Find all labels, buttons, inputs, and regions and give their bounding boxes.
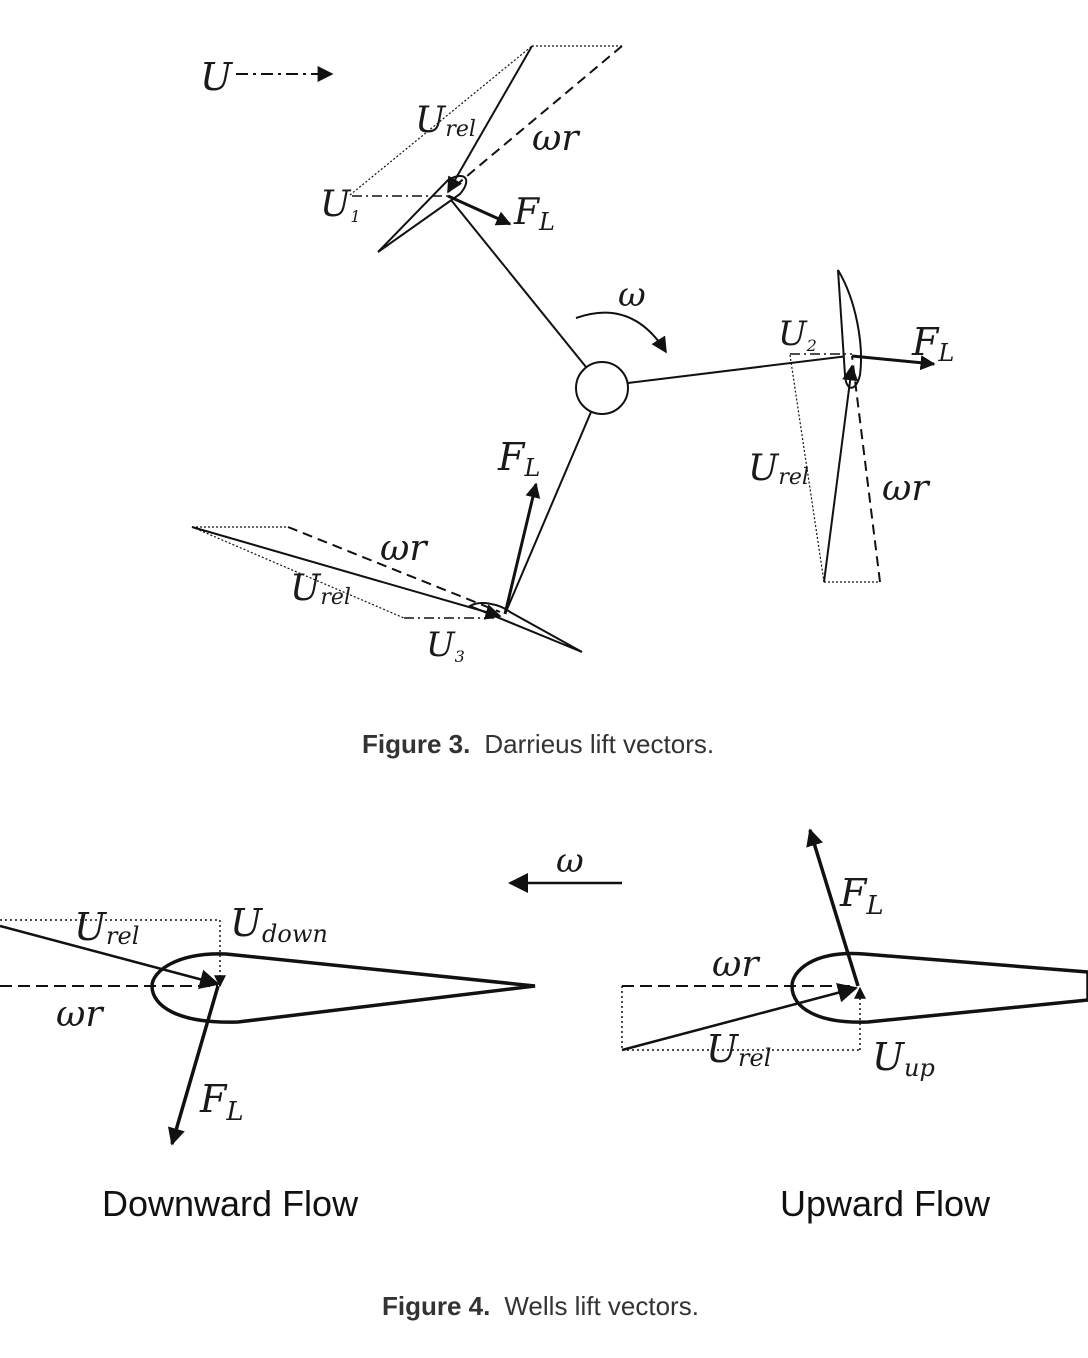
rotor-hub <box>575 361 629 415</box>
spoke-3 <box>504 411 592 615</box>
wells-rotation-label: ω <box>556 841 584 881</box>
blade3-fl-label: FL <box>497 435 540 482</box>
blade3-urel-arrow <box>191 526 502 620</box>
blade1-lift-arrow <box>447 194 512 226</box>
upward-wr-label: ωr <box>712 944 760 985</box>
wind-vector: U <box>200 55 334 99</box>
blade-2: U2 FL Urel ωr <box>748 269 954 583</box>
figure-4-diagram: ω Urel Udown ωr FL Downward Flow FL ωr <box>0 828 1088 1321</box>
rotation-label: ω <box>618 275 646 315</box>
rotation-arrow <box>575 311 667 354</box>
airfoil-2 <box>837 269 863 389</box>
airfoil-1 <box>377 175 468 253</box>
blade1-wr-label: ωr <box>532 118 580 159</box>
downward-flow-title: Downward Flow <box>102 1183 359 1224</box>
blade2-urel-arrow <box>823 364 859 583</box>
blade2-u-label: U2 <box>778 314 817 355</box>
blade3-wr-label: ωr <box>380 528 428 569</box>
blade1-wr-dashed <box>447 45 623 193</box>
blade3-urel-label: Urel <box>290 568 351 610</box>
downward-wr-label: ωr <box>56 994 104 1035</box>
blade2-wr-label: ωr <box>882 468 930 509</box>
upward-urel-label: Urel <box>706 1027 771 1072</box>
spoke-2 <box>627 355 849 384</box>
blade1-construction-dotted <box>349 45 533 196</box>
spoke-1 <box>446 194 587 368</box>
downward-lift-arrow <box>168 985 220 1146</box>
blade1-urel-arrow <box>447 45 533 194</box>
figure-3-caption: Figure 3.Darrieus lift vectors. <box>362 729 714 759</box>
upward-uup-label: Uup <box>872 1035 935 1082</box>
upward-lift-arrow <box>806 828 860 987</box>
downward-udown-label: Udown <box>230 901 328 948</box>
downward-fl-label: FL <box>199 1077 244 1127</box>
upward-airfoil <box>790 951 1088 1024</box>
blade2-fl-label: FL <box>911 320 954 367</box>
blade1-fl-label: FL <box>513 192 555 236</box>
upward-fl-label: FL <box>839 871 884 921</box>
wind-label: U <box>200 55 234 99</box>
downward-urel-arrow <box>0 924 220 990</box>
blade-1: Urel ωr U1 FL <box>320 45 623 253</box>
upward-flow-diagram: FL ωr Urel Uup Upward Flow <box>621 828 1088 1224</box>
blade3-lift-arrow <box>503 482 541 615</box>
blade2-lift-arrow <box>851 354 936 371</box>
airfoil-3 <box>467 602 583 653</box>
blade3-u-label: U3 <box>426 625 465 666</box>
blade2-urel-label: Urel <box>748 448 809 490</box>
blade1-urel-label: Urel <box>415 100 476 142</box>
figure-4-caption: Figure 4.Wells lift vectors. <box>382 1291 699 1321</box>
blade2-wr-dashed <box>851 355 881 583</box>
downward-urel-label: Urel <box>74 905 139 950</box>
blade3-construction-dotted <box>191 526 405 619</box>
blade-3: FL ωr Urel U3 <box>191 435 583 666</box>
upward-urel-arrow <box>621 982 858 1052</box>
figure-3-diagram: U ω Urel ωr U1 FL <box>191 45 954 759</box>
blade3-wr-dashed <box>287 526 501 613</box>
upward-flow-title: Upward Flow <box>780 1183 991 1224</box>
downward-flow-diagram: Urel Udown ωr FL Downward Flow <box>0 901 536 1224</box>
blade1-u-label: U1 <box>320 184 361 226</box>
